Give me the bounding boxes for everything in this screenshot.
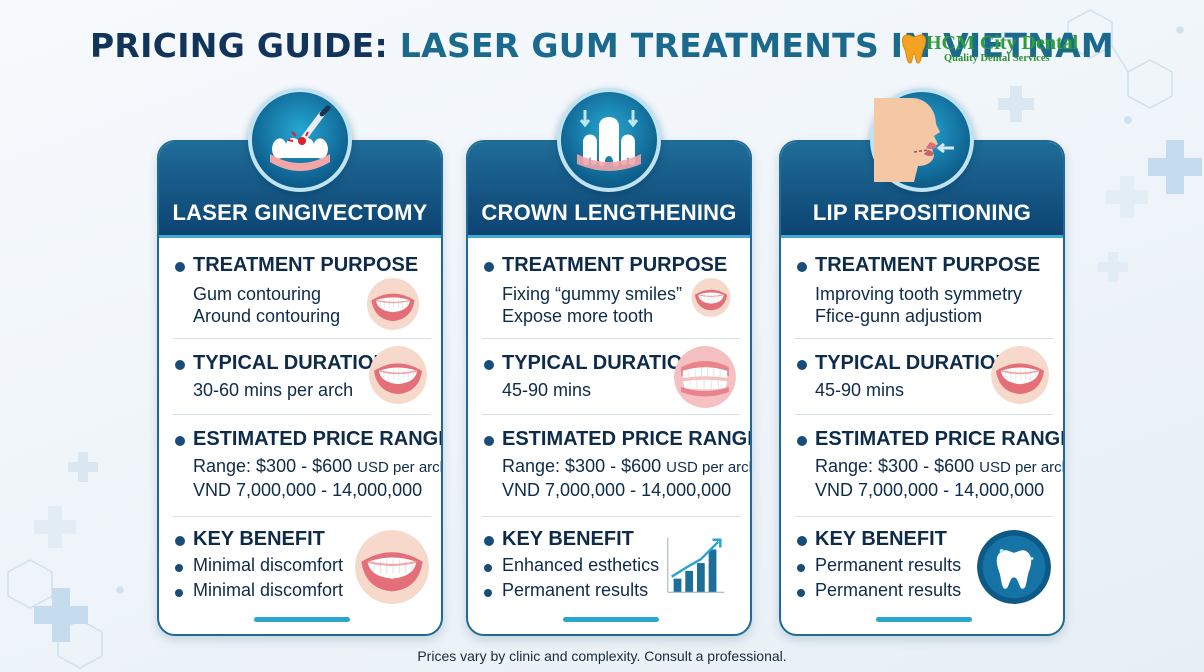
price-title: ESTIMATED PRICE RANGE bbox=[502, 428, 752, 450]
bullet-dot bbox=[175, 564, 183, 572]
treatment-card: LIP REPOSITIONING TREATMENT PURPOSE Impr… bbox=[779, 140, 1065, 636]
purpose-line: Around contouring bbox=[193, 306, 341, 326]
benefit-title: KEY BENEFIT bbox=[193, 528, 325, 550]
treatment-card: LASER GINGIVECTOMY TREATMENT PURPOSE Gum… bbox=[157, 140, 443, 636]
bullet-dot bbox=[484, 536, 494, 546]
purpose-line: Expose more tooth bbox=[502, 306, 654, 326]
logo-name: HCM City Dental bbox=[926, 32, 1079, 54]
price-usd-range: Range: $300 - $600 bbox=[815, 456, 975, 476]
title-part-1: PRICING GUIDE: bbox=[89, 26, 400, 65]
bullet-dot bbox=[797, 262, 807, 272]
tooth-logo-icon bbox=[901, 34, 927, 64]
purpose-title: TREATMENT PURPOSE bbox=[193, 254, 419, 276]
divider bbox=[795, 516, 1053, 517]
title-part-2: LASER GUM TREATMENTS IN VIETNAM bbox=[399, 26, 1115, 65]
divider bbox=[173, 414, 431, 415]
price-usd-range: Range: $300 - $600 bbox=[502, 456, 662, 476]
divider bbox=[482, 516, 740, 517]
price-title: ESTIMATED PRICE RANGE bbox=[193, 428, 443, 450]
bullet-dot bbox=[484, 262, 494, 272]
divider bbox=[173, 338, 431, 339]
bullet-dot bbox=[175, 536, 185, 546]
bullet-dot bbox=[797, 589, 805, 597]
duration-title: TYPICAL DURATION bbox=[815, 352, 1010, 374]
bullet-dot bbox=[175, 262, 185, 272]
card-accent-bar bbox=[254, 617, 350, 622]
benefit-title: KEY BENEFIT bbox=[815, 528, 947, 550]
duration-value: 30-60 mins per arch bbox=[193, 380, 354, 400]
divider bbox=[482, 338, 740, 339]
page-title: PRICING GUIDE: LASER GUM TREATMENTS IN V… bbox=[0, 24, 1204, 68]
benefit-item: Permanent results bbox=[815, 580, 962, 600]
price-vnd: VND 7,000,000 - 14,000,000 bbox=[502, 480, 732, 500]
price-vnd: VND 7,000,000 - 14,000,000 bbox=[815, 480, 1045, 500]
bullet-dot bbox=[484, 589, 492, 597]
purpose-title: TREATMENT PURPOSE bbox=[815, 254, 1041, 276]
bullet-dot bbox=[175, 589, 183, 597]
growth-chart-icon bbox=[660, 530, 732, 602]
bullet-dot bbox=[797, 436, 807, 446]
smile-icon bbox=[355, 530, 429, 604]
laser-gum-icon bbox=[248, 88, 352, 192]
teeth-icon bbox=[674, 346, 736, 408]
benefit-item: Minimal discomfort bbox=[193, 580, 344, 600]
benefit-item: Permanent results bbox=[815, 555, 962, 575]
card-accent-bar bbox=[563, 617, 659, 622]
price-title: ESTIMATED PRICE RANGE bbox=[815, 428, 1065, 450]
purpose-title: TREATMENT PURPOSE bbox=[502, 254, 728, 276]
clinic-logo: HCM City Dental Quality Dental Services bbox=[900, 30, 1090, 70]
duration-value: 45-90 mins bbox=[502, 380, 592, 400]
bullet-dot bbox=[484, 436, 494, 446]
purpose-line: Gum contouring bbox=[193, 284, 322, 304]
lip-profile-icon bbox=[870, 88, 974, 192]
price-vnd: VND 7,000,000 - 14,000,000 bbox=[193, 480, 423, 500]
bullet-dot bbox=[797, 564, 805, 572]
duration-title: TYPICAL DURATION bbox=[502, 352, 697, 374]
bullet-dot bbox=[797, 360, 807, 370]
duration-title: TYPICAL DURATION bbox=[193, 352, 388, 374]
purpose-line: Improving tooth symmetry bbox=[815, 284, 1023, 304]
divider bbox=[173, 516, 431, 517]
footer-disclaimer: Prices vary by clinic and complexity. Co… bbox=[417, 648, 787, 664]
tooth-icon bbox=[977, 530, 1051, 604]
duration-value: 45-90 mins bbox=[815, 380, 905, 400]
treatment-card: CROWN LENGTHENING TREATMENT PURPOSE Fixi… bbox=[466, 140, 752, 636]
benefit-item: Permanent results bbox=[502, 580, 649, 600]
benefit-item: Enhanced esthetics bbox=[502, 555, 660, 575]
divider bbox=[795, 414, 1053, 415]
price-usd: Range: $300 - $600 USD per arch bbox=[193, 456, 443, 477]
price-usd-unit: USD per arch bbox=[666, 459, 752, 476]
bullet-dot bbox=[484, 564, 492, 572]
divider bbox=[482, 414, 740, 415]
purpose-line: Ffice-gunn adjustiom bbox=[815, 306, 983, 326]
bullet-dot bbox=[175, 436, 185, 446]
logo-tagline: Quality Dental Services bbox=[944, 53, 1050, 64]
purpose-line: Fixing “gummy smiles” bbox=[502, 284, 683, 304]
benefit-title: KEY BENEFIT bbox=[502, 528, 634, 550]
price-usd: Range: $300 - $600 USD per arch bbox=[502, 456, 752, 477]
smile-icon bbox=[991, 346, 1049, 404]
tooth-lengthening-icon bbox=[557, 88, 661, 192]
bullet-dot bbox=[175, 360, 185, 370]
card-accent-bar bbox=[876, 617, 972, 622]
smile-icon bbox=[369, 346, 427, 404]
smile-icon bbox=[357, 278, 429, 330]
price-usd-unit: USD per arch bbox=[979, 459, 1065, 476]
card-title: CROWN LENGTHENING bbox=[481, 200, 737, 225]
price-usd-unit: USD per arch bbox=[357, 459, 443, 476]
card-title: LASER GINGIVECTOMY bbox=[172, 200, 428, 225]
divider bbox=[795, 338, 1053, 339]
price-usd-range: Range: $300 - $600 bbox=[193, 456, 353, 476]
card-title: LIP REPOSITIONING bbox=[812, 200, 1032, 225]
price-usd: Range: $300 - $600 USD per arch bbox=[815, 456, 1065, 477]
benefit-item: Minimal discomfort bbox=[193, 555, 344, 575]
smile-icon bbox=[684, 278, 738, 317]
bullet-dot bbox=[484, 360, 494, 370]
bullet-dot bbox=[797, 536, 807, 546]
